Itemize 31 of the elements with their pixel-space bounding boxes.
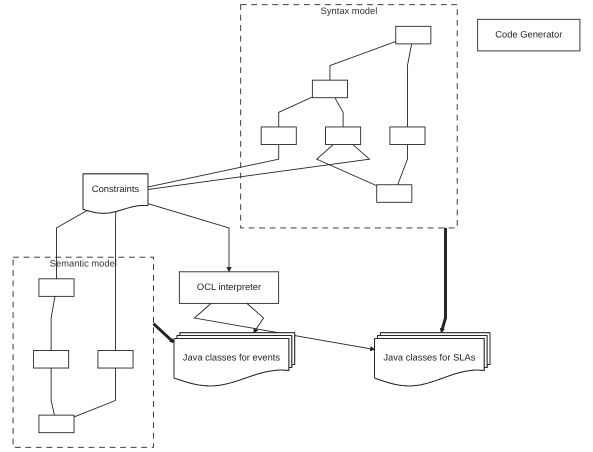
node-box [395,26,432,44]
node-box [38,278,74,297]
node-box: Code Generator [477,18,580,52]
connector [397,144,408,186]
connector [407,43,412,128]
node-box [38,414,74,434]
connector [278,96,313,128]
connector [115,212,116,351]
arrow [440,228,447,334]
connector [50,368,55,416]
node-box [325,126,362,145]
node-box [389,126,426,145]
arrow [148,203,232,272]
arrow [152,322,175,344]
connector [334,97,344,128]
connector [316,144,378,186]
cluster: Syntax model [240,4,458,228]
node-box [312,80,348,98]
arrow [193,302,376,352]
connector [56,210,88,280]
node-box [260,126,297,145]
node-box: OCL interpreter [178,271,280,304]
connector [148,144,280,188]
node-box [376,184,412,203]
node-box [98,350,134,368]
connector [329,41,396,81]
node-box [33,350,70,368]
arrow [246,302,264,334]
connector [148,144,370,190]
connector [50,296,56,351]
connector [74,368,116,418]
